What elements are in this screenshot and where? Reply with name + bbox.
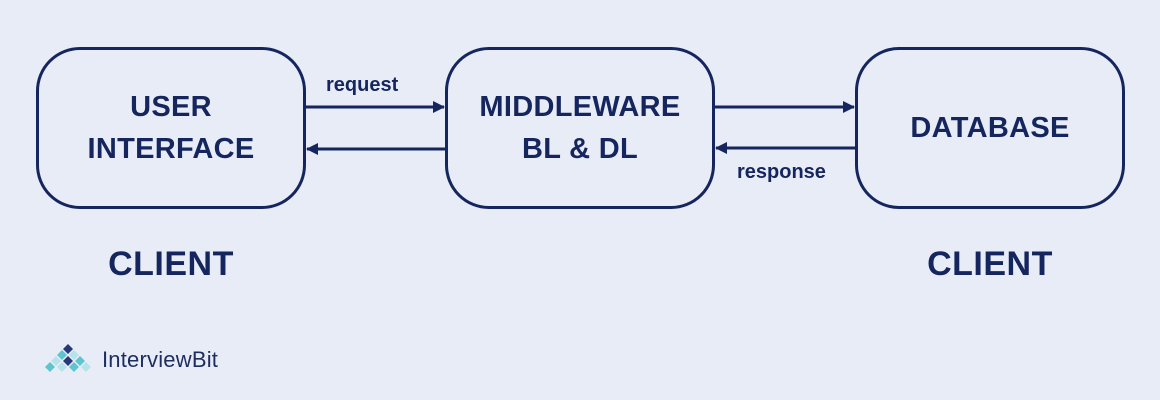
client-label-right: CLIENT [927,245,1053,283]
database-label: DATABASE [910,112,1070,144]
response-label: response [737,161,826,183]
middleware-label-line-2: BL & DL [522,133,638,165]
client-label-left: CLIENT [108,245,234,283]
middleware-node: MIDDLEWARE BL & DL [445,47,715,209]
database-node: DATABASE [855,47,1125,209]
interviewbit-logo-text: InterviewBit [102,347,219,372]
interviewbit-logo: InterviewBit [40,340,218,380]
interviewbit-logo-icon [45,344,91,372]
user-interface-node: USER INTERFACE [36,47,306,209]
user-interface-label-line-2: INTERFACE [87,133,255,165]
middleware-label-line-1: MIDDLEWARE [479,91,681,123]
request-label: request [326,74,399,96]
user-interface-label-line-1: USER [130,91,212,123]
